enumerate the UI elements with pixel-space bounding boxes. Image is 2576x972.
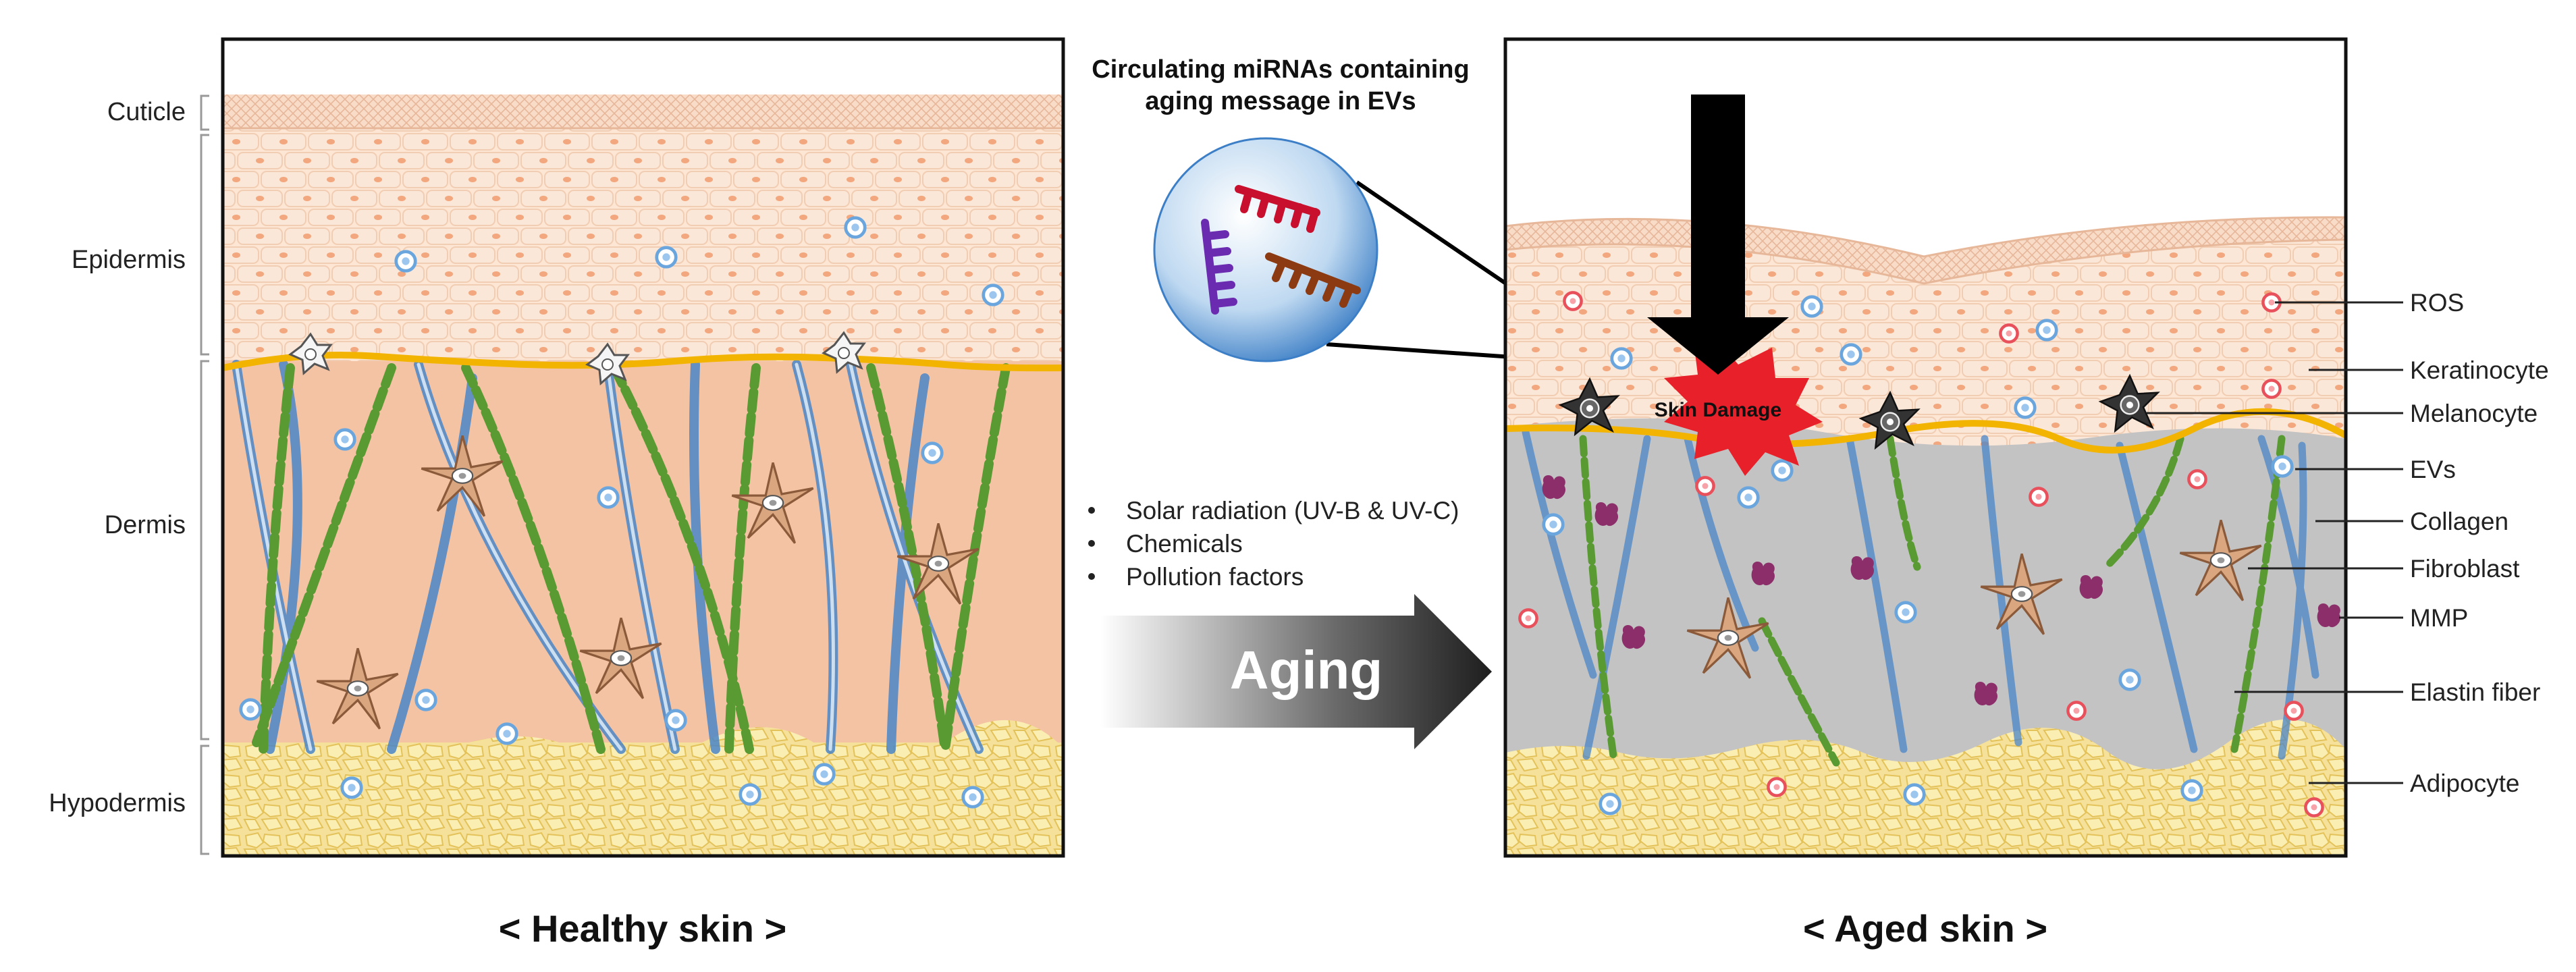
healthy-skin-caption: < Healthy skin > <box>499 907 786 950</box>
healthy-skin-frame <box>221 37 1065 858</box>
dermis-label: Dermis <box>105 511 186 539</box>
aging-factor-item: Pollution factors <box>1126 563 1304 591</box>
layer-brackets <box>200 94 209 855</box>
elastin-fiber-label: Elastin fiber <box>2410 678 2540 706</box>
mmp-label: MMP <box>2410 604 2468 632</box>
mirna-strand-purple <box>1201 219 1237 315</box>
mirna-caption-line2: aging message in EVs <box>1145 87 1416 115</box>
aged-basement-membrane <box>1505 408 2346 454</box>
mirna-strand-brown <box>1265 252 1361 308</box>
aging-factors-list: Solar radiation (UV-B & UV-C) Chemicals … <box>1088 497 1459 591</box>
mirna-strand-red <box>1235 185 1320 233</box>
epidermis-label: Epidermis <box>72 246 186 274</box>
aged-label-leaders <box>2147 301 2403 784</box>
skin-damage-burst: Skin Damage <box>1655 338 1823 476</box>
skin-damage-label: Skin Damage <box>1655 399 1781 421</box>
evs-label: EVs <box>2410 456 2456 483</box>
aged-skin-caption: < Aged skin > <box>1803 907 2047 950</box>
keratinocyte-label: Keratinocyte <box>2410 356 2549 384</box>
aging-arrow: Aging <box>1100 594 1492 749</box>
melanocyte-label: Melanocyte <box>2410 400 2538 427</box>
healthy-epidermis-layer <box>223 128 1063 361</box>
mirna-extracellular-vesicle <box>1153 137 1378 362</box>
cuticle-label: Cuticle <box>107 98 186 126</box>
aged-elastin-fibers <box>1579 435 2286 767</box>
hypodermis-label: Hypodermis <box>49 789 186 817</box>
collagen-label: Collagen <box>2410 508 2508 535</box>
aging-arrow-label: Aging <box>1230 640 1383 700</box>
healthy-basement-membrane <box>223 352 1063 372</box>
aged-skin-panel: Skin Damage <box>1505 39 2346 856</box>
aged-dermis-layer <box>1505 405 2346 783</box>
uv-radiation-arrow <box>1647 94 1789 375</box>
fibroblast-label: Fibroblast <box>2410 555 2520 583</box>
aging-factor-item: Solar radiation (UV-B & UV-C) <box>1126 497 1459 524</box>
healthy-dermis-hypodermis-edge <box>223 720 1063 856</box>
mirna-caption-line1: Circulating miRNAs containing <box>1092 55 1469 84</box>
aged-skin-frame <box>1503 37 2348 858</box>
healthy-skin-panel <box>223 94 1063 856</box>
adipocyte-label: Adipocyte <box>2410 770 2520 797</box>
aging-factor-item: Chemicals <box>1126 530 1243 558</box>
healthy-cuticle-layer <box>223 94 1063 128</box>
ros-label: ROS <box>2410 289 2464 317</box>
aged-collagen-fibers <box>1522 428 2319 760</box>
aged-hypodermis-layer <box>1505 719 2346 856</box>
